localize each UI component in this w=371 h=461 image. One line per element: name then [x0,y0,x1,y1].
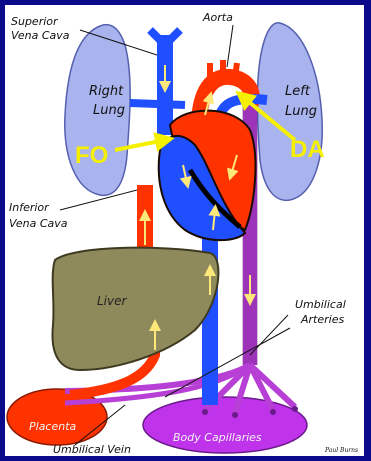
label-body-capillaries: Body Capillaries [173,431,262,444]
label-right-lung: Right [89,84,124,99]
label-umbilical-arteries: Umbilical [295,298,346,311]
label-fo: FO [75,142,108,169]
label-aorta: Aorta [202,11,233,24]
label-superior-vena-cava-2: Vena Cava [11,29,70,42]
credit-text: Paul Burns [324,447,358,454]
label-umbilical-arteries-2: Arteries [300,313,344,326]
diagram-frame: Superior Vena Cava Aorta Right Lung Left… [5,5,364,456]
label-right-lung-2: Lung [93,103,125,118]
label-liver: Liver [97,294,128,308]
label-left-lung: Left [285,84,311,99]
label-placenta: Placenta [29,420,77,433]
fetal-circulation-diagram: Superior Vena Cava Aorta Right Lung Left… [5,5,364,456]
liver [52,248,218,370]
label-superior-vena-cava: Superior [11,15,59,28]
placenta [7,389,107,445]
label-inferior-vena-cava: Inferior [9,201,50,214]
label-inferior-vena-cava-2: Vena Cava [9,217,68,230]
label-umbilical-vein: Umbilical Vein [53,443,131,456]
body-capillaries [143,397,307,453]
label-left-lung-2: Lung [285,104,317,119]
label-da: DA [290,136,325,163]
